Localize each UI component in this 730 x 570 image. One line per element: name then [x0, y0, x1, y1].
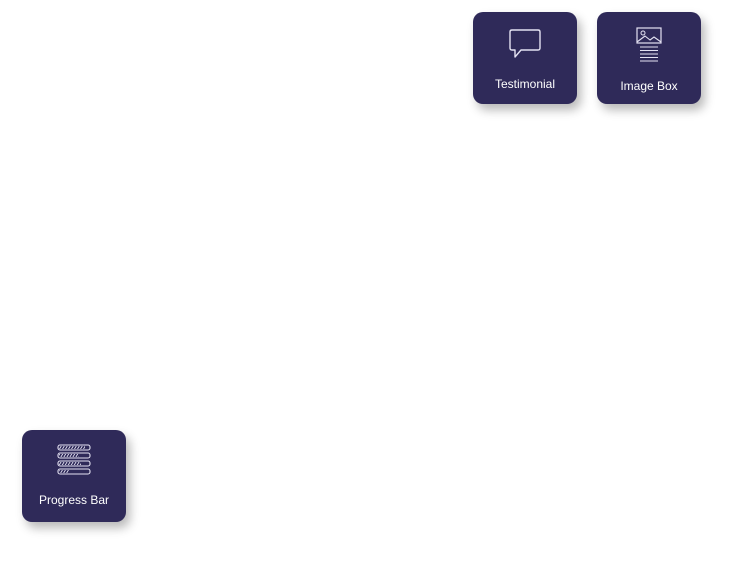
- widget-testimonial[interactable]: Testimonial: [473, 12, 577, 104]
- widget-label: Progress Bar: [38, 493, 110, 507]
- image-box-icon: [636, 27, 662, 62]
- widget-image-box[interactable]: Image Box: [597, 12, 701, 104]
- widget-label: Testimonial: [494, 77, 556, 91]
- widget-label: Image Box: [620, 79, 678, 93]
- progress-bars-icon: [57, 444, 91, 475]
- widget-progress-bar[interactable]: Progress Bar: [22, 430, 126, 522]
- speech-bubble-icon: [509, 29, 541, 58]
